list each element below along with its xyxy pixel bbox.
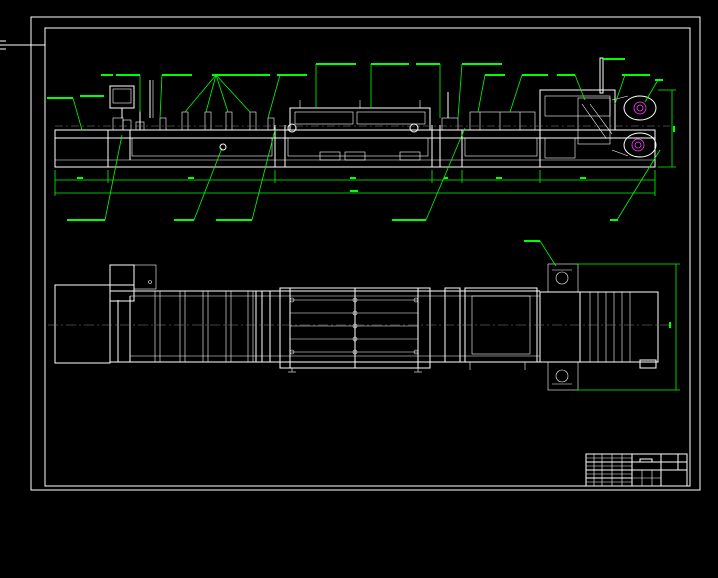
plan-side-drives (547, 263, 579, 391)
sheet-outer-border (30, 16, 701, 491)
title-block (585, 453, 688, 487)
film-roll-unwinders (611, 95, 657, 158)
drawing-frame (44, 27, 691, 487)
origin-marker (0, 40, 45, 50)
side-view-dimensions (54, 89, 676, 196)
side-view-leaders (47, 58, 663, 221)
side-elevation-view (54, 57, 670, 168)
plan-view-dimensions (524, 240, 680, 391)
control-panel-box (109, 85, 135, 109)
oven-section (287, 100, 431, 133)
plan-view (48, 263, 670, 391)
forming-station-pins (112, 110, 275, 131)
